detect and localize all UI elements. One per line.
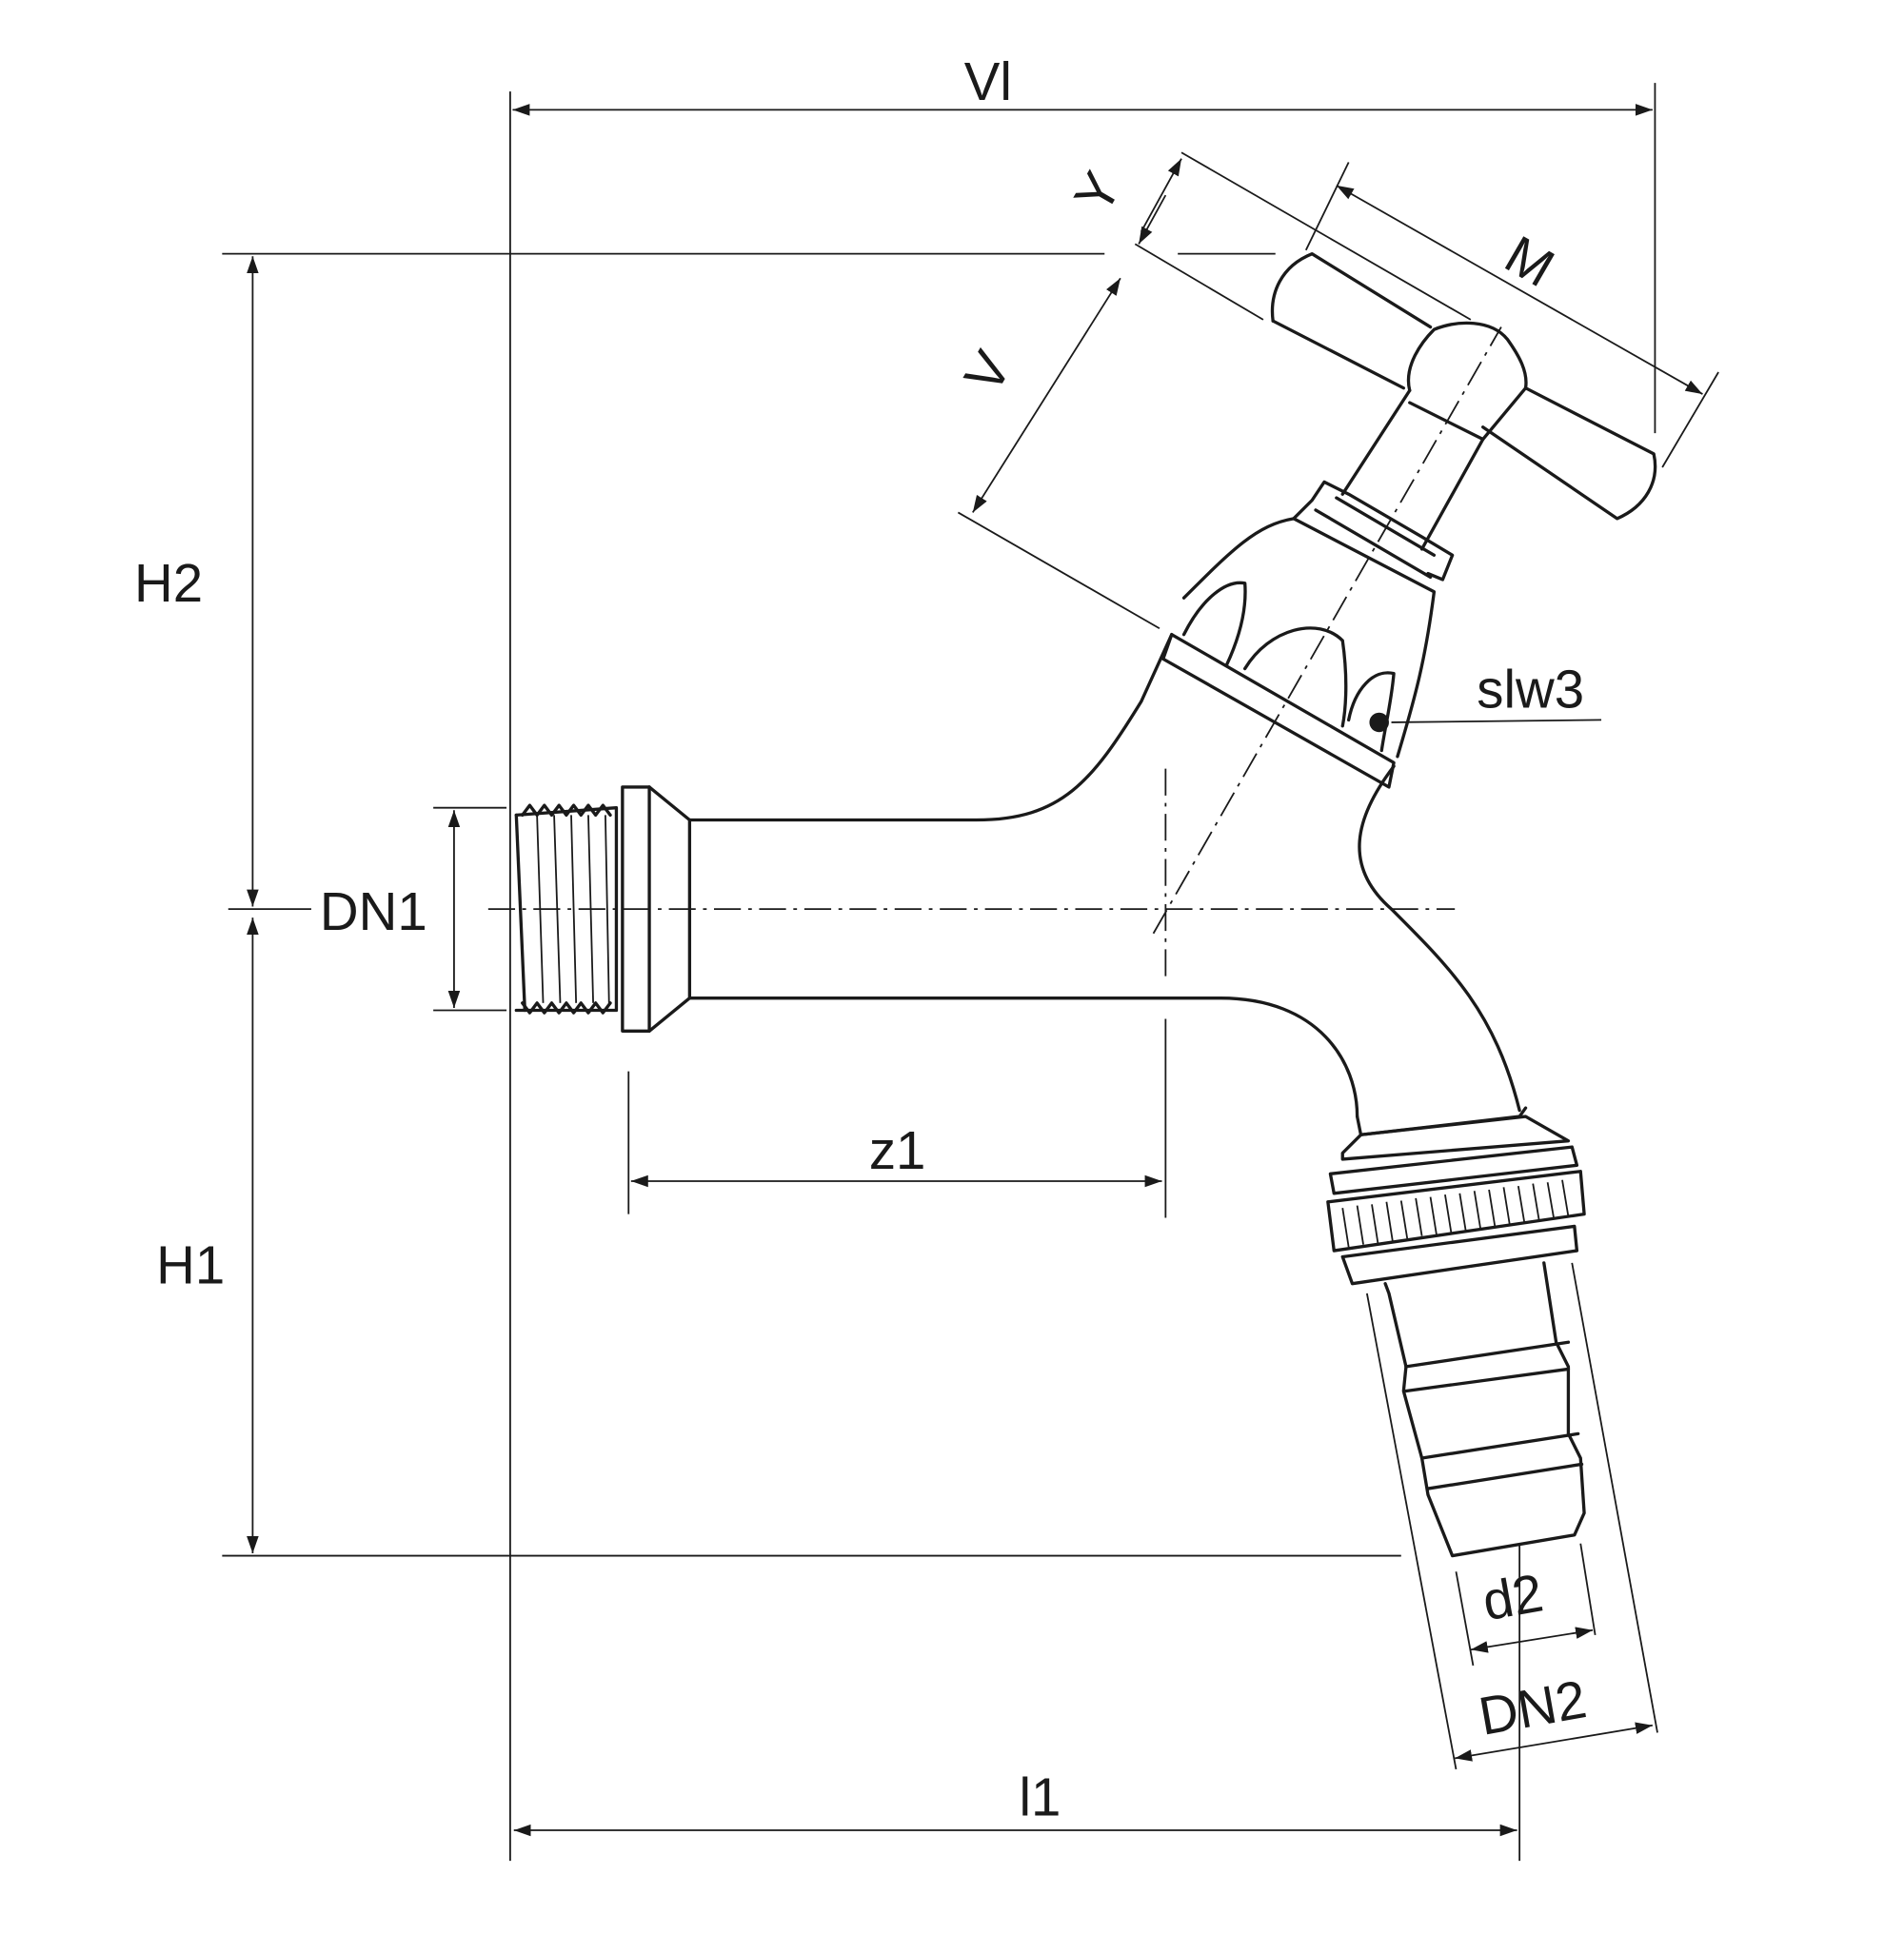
extension-lines bbox=[222, 83, 1719, 1862]
label-m: M bbox=[1496, 224, 1564, 298]
label-h2: H2 bbox=[134, 553, 203, 613]
label-dn1: DN1 bbox=[320, 881, 427, 941]
center-lines bbox=[487, 326, 1502, 977]
label-h1: H1 bbox=[156, 1235, 225, 1295]
label-y: Y bbox=[1062, 162, 1132, 223]
label-z1: z1 bbox=[869, 1120, 926, 1180]
hose-connector bbox=[1326, 1106, 1586, 1558]
dimension-lines bbox=[247, 104, 1703, 1837]
label-l1: l1 bbox=[1020, 1767, 1061, 1827]
label-d2: d2 bbox=[1478, 1562, 1548, 1631]
label-vl: Vl bbox=[964, 51, 1012, 111]
dimension-labels: Vl H2 H1 DN1 Y M V slw3 z1 d2 DN2 l1 bbox=[134, 51, 1591, 1827]
label-v: V bbox=[953, 341, 1023, 402]
tap-body bbox=[514, 251, 1657, 1118]
label-dn2: DN2 bbox=[1475, 1668, 1591, 1747]
label-slw3: slw3 bbox=[1477, 660, 1584, 720]
sleeve-point bbox=[1369, 712, 1389, 733]
